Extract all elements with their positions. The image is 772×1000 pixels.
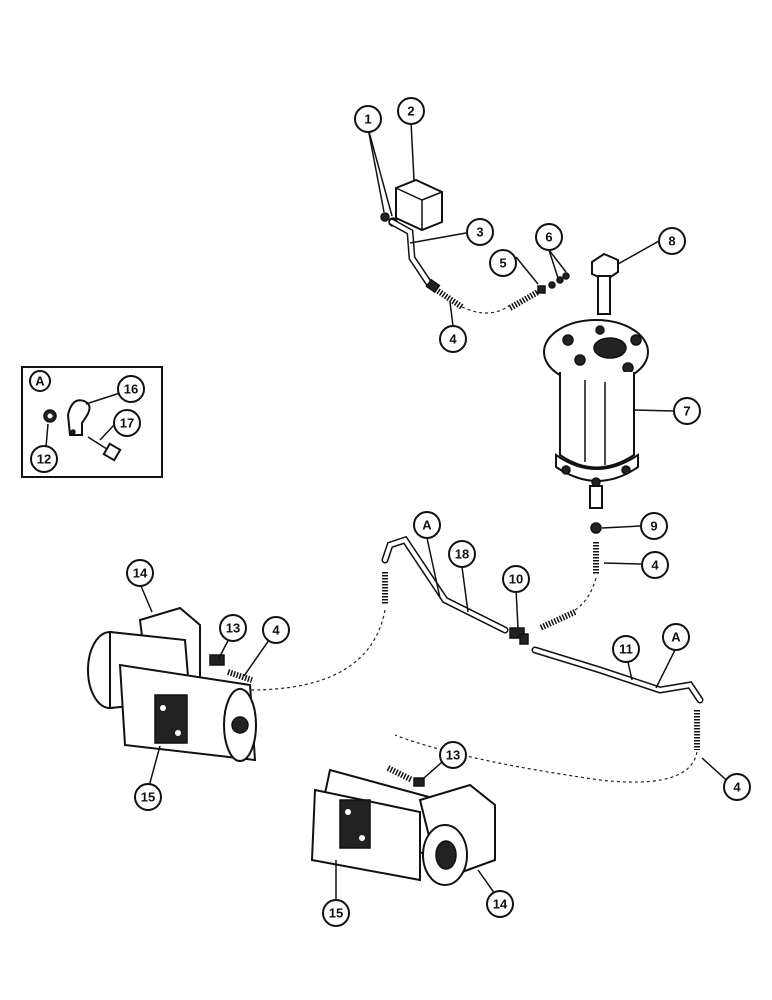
callout-11: 11 bbox=[612, 635, 640, 663]
callout-14-left: 14 bbox=[126, 559, 154, 587]
fittings-part-5-6 bbox=[508, 272, 570, 311]
callout-9: 9 bbox=[640, 512, 668, 540]
svg-text:A: A bbox=[422, 518, 432, 533]
pump-right bbox=[310, 768, 496, 886]
callout-13-left: 13 bbox=[219, 614, 247, 642]
inset-detail-a bbox=[21, 366, 163, 478]
svg-text:8: 8 bbox=[668, 234, 675, 249]
svg-text:A: A bbox=[671, 630, 681, 645]
callout-4-right: 4 bbox=[641, 551, 669, 579]
svg-text:6: 6 bbox=[545, 230, 552, 245]
callout-10: 10 bbox=[502, 565, 530, 593]
svg-text:4: 4 bbox=[272, 623, 280, 638]
svg-text:10: 10 bbox=[509, 572, 523, 587]
svg-text:2: 2 bbox=[407, 104, 414, 119]
callout-5: 5 bbox=[489, 249, 517, 277]
hose-end-4-left-pump bbox=[227, 669, 253, 683]
inset-border bbox=[21, 366, 163, 478]
svg-text:18: 18 bbox=[455, 547, 469, 562]
callout-13-lower: 13 bbox=[439, 741, 467, 769]
callout-15-lower: 15 bbox=[322, 899, 350, 927]
callout-15-left: 15 bbox=[134, 783, 162, 811]
callout-a-upper: A bbox=[413, 511, 441, 539]
svg-text:15: 15 bbox=[141, 790, 155, 805]
hose-end-4-top bbox=[425, 278, 464, 310]
callout-7: 7 bbox=[673, 397, 701, 425]
svg-text:14: 14 bbox=[493, 897, 508, 912]
svg-text:12: 12 bbox=[37, 452, 51, 467]
svg-text:17: 17 bbox=[120, 416, 134, 431]
svg-text:5: 5 bbox=[499, 256, 506, 271]
fitting-part-9 bbox=[590, 522, 602, 534]
tube-part-18 bbox=[381, 535, 509, 634]
callout-a-lower: A bbox=[662, 623, 690, 651]
callout-12: 12 bbox=[30, 445, 58, 473]
svg-text:15: 15 bbox=[329, 906, 343, 921]
callout-2: 2 bbox=[397, 97, 425, 125]
svg-text:9: 9 bbox=[650, 519, 657, 534]
valve-part-8 bbox=[591, 252, 619, 315]
box-part-2 bbox=[395, 178, 443, 232]
callout-16: 16 bbox=[117, 375, 145, 403]
callout-1: 1 bbox=[354, 105, 382, 133]
hose-end-mid bbox=[538, 609, 577, 631]
hose-dashed-left bbox=[249, 609, 386, 691]
bolt-part bbox=[87, 436, 122, 462]
svg-text:13: 13 bbox=[446, 748, 460, 763]
svg-text:3: 3 bbox=[476, 225, 483, 240]
hose-dashed-top bbox=[461, 304, 511, 314]
hose-dashed-lower bbox=[394, 734, 698, 783]
svg-text:7: 7 bbox=[683, 404, 690, 419]
clip-part bbox=[66, 399, 91, 436]
callout-4-left: 4 bbox=[262, 616, 290, 644]
callout-17: 17 bbox=[113, 409, 141, 437]
callout-4-lower: 4 bbox=[723, 773, 751, 801]
callout-18: 18 bbox=[448, 540, 476, 568]
svg-text:A: A bbox=[35, 374, 45, 389]
svg-text:16: 16 bbox=[124, 382, 138, 397]
svg-text:14: 14 bbox=[133, 566, 148, 581]
inset-callout-a: A bbox=[29, 370, 51, 392]
callout-4-top: 4 bbox=[439, 325, 467, 353]
svg-text:4: 4 bbox=[449, 332, 457, 347]
callout-3: 3 bbox=[466, 218, 494, 246]
svg-text:1: 1 bbox=[364, 112, 371, 127]
leader-lines bbox=[140, 121, 735, 902]
svg-text:11: 11 bbox=[619, 642, 633, 657]
tee-part-10 bbox=[509, 627, 529, 645]
hose-dashed-right bbox=[574, 577, 597, 611]
stub-part bbox=[589, 485, 603, 509]
svg-text:13: 13 bbox=[226, 621, 240, 636]
pump-left bbox=[87, 606, 257, 762]
callout-8: 8 bbox=[658, 227, 686, 255]
housing-part-7 bbox=[543, 319, 649, 487]
fitting-part-13-lower bbox=[386, 765, 425, 787]
svg-text:4: 4 bbox=[651, 558, 659, 573]
callout-14-lower: 14 bbox=[486, 890, 514, 918]
svg-text:4: 4 bbox=[733, 780, 741, 795]
callout-6: 6 bbox=[535, 223, 563, 251]
